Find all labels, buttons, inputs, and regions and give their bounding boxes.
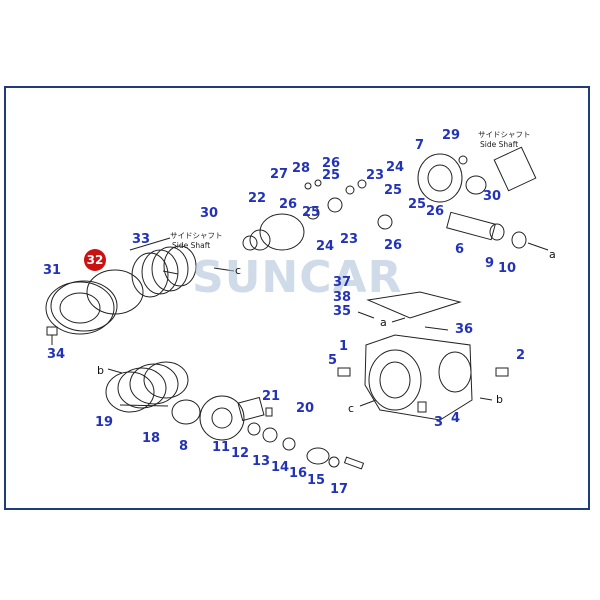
- reference-arrows: [107, 267, 493, 407]
- callout-24-bottom: 24: [316, 239, 335, 254]
- callout-33: 33: [132, 232, 151, 247]
- callout-26-bottom: 26: [384, 238, 403, 253]
- callout-35: 35: [333, 304, 352, 319]
- small-parts-11-17: [247, 407, 365, 470]
- callout-36: 36: [455, 322, 474, 337]
- ref-letter-a-right: a: [549, 248, 556, 261]
- callout-21: 21: [262, 389, 281, 404]
- callout-34: 34: [47, 347, 66, 362]
- callout-13: 13: [252, 454, 271, 469]
- callout-5: 5: [328, 353, 338, 368]
- callout-16: 16: [289, 466, 308, 481]
- differential-case-22: [242, 213, 305, 251]
- callout-14: 14: [271, 460, 290, 475]
- callout-2: 2: [516, 348, 526, 363]
- clutch-pack-bracket: [119, 404, 169, 407]
- callout-4: 4: [451, 411, 461, 426]
- callout-23-bottom: 23: [340, 232, 359, 247]
- ref-letter-a-cover: a: [380, 316, 387, 329]
- callout-26-top: 26: [322, 156, 341, 171]
- callout-37: 37: [333, 275, 352, 290]
- callout-25-left: 25: [302, 205, 321, 220]
- callout-26-right: 26: [426, 204, 445, 219]
- callout-line-35: [357, 311, 375, 319]
- callout-10: 10: [498, 261, 517, 276]
- callout-20: 20: [296, 401, 315, 416]
- callout-19: 19: [95, 415, 114, 430]
- spider-gears: [304, 179, 393, 230]
- bolt-34: [46, 326, 58, 345]
- pinion-shaft-6: [446, 211, 549, 251]
- callout-6: 6: [455, 242, 465, 257]
- diagram-frame: [4, 86, 590, 510]
- ref-letter-b-left: b: [97, 364, 104, 377]
- ref-letter-c-shaft: c: [235, 264, 242, 277]
- cover-plate-35: [366, 291, 462, 319]
- o-ring-18: [171, 399, 201, 425]
- highlighted-part-32[interactable]: 32: [84, 249, 106, 271]
- plug-2: [495, 367, 509, 377]
- ref-letter-c-housing: c: [348, 402, 355, 415]
- callout-line-36: [424, 326, 449, 331]
- callout-38: 38: [333, 290, 352, 305]
- disc-pack-bracket: [129, 237, 171, 251]
- callout-30-right: 30: [483, 189, 502, 204]
- callout-22: 22: [248, 191, 267, 206]
- callout-17: 17: [330, 482, 349, 497]
- callout-3: 3: [434, 415, 444, 430]
- callout-29: 29: [442, 128, 461, 143]
- side-shaft-upper-en: Side Shaft: [480, 140, 519, 149]
- callout-31: 31: [43, 263, 62, 278]
- callout-11: 11: [212, 440, 231, 455]
- side-shaft-upper-jp: サイドシャフト: [478, 130, 531, 139]
- axle-housing-1: [364, 334, 473, 421]
- callout-18: 18: [142, 431, 161, 446]
- callout-7: 7: [415, 138, 425, 153]
- callout-23-top: 23: [366, 168, 385, 183]
- o-ring-32: [86, 269, 144, 315]
- watermark: SUNCAR: [192, 252, 403, 303]
- flange-plate-31: [45, 280, 118, 335]
- clutch-pack-19: [105, 361, 189, 413]
- callout-28: 28: [292, 161, 311, 176]
- callout-9: 9: [485, 256, 495, 271]
- callout-25-top: 25: [322, 168, 341, 183]
- disc-pack-33: [131, 245, 197, 298]
- carrier-8: [199, 395, 265, 441]
- callout-8: 8: [179, 439, 189, 454]
- bolt-3: [417, 401, 427, 413]
- callout-26-left: 26: [279, 197, 298, 212]
- callout-12: 12: [231, 446, 250, 461]
- callout-25-mid: 25: [408, 197, 427, 212]
- callout-30-left: 30: [200, 206, 219, 221]
- callout-27: 27: [270, 167, 289, 182]
- ref-letter-b-right: b: [496, 393, 503, 406]
- callout-24-top: 24: [386, 160, 405, 175]
- callout-25-right: 25: [384, 183, 403, 198]
- side-shaft-left-jp: サイドシャフト: [170, 231, 223, 240]
- bolt-5: [337, 367, 351, 377]
- ring-gear-7: [417, 153, 463, 203]
- side-shaft-left-en: Side Shaft: [172, 241, 211, 250]
- callout-1: 1: [339, 339, 349, 354]
- callout-15: 15: [307, 473, 326, 488]
- side-shaft-upper: [458, 146, 537, 195]
